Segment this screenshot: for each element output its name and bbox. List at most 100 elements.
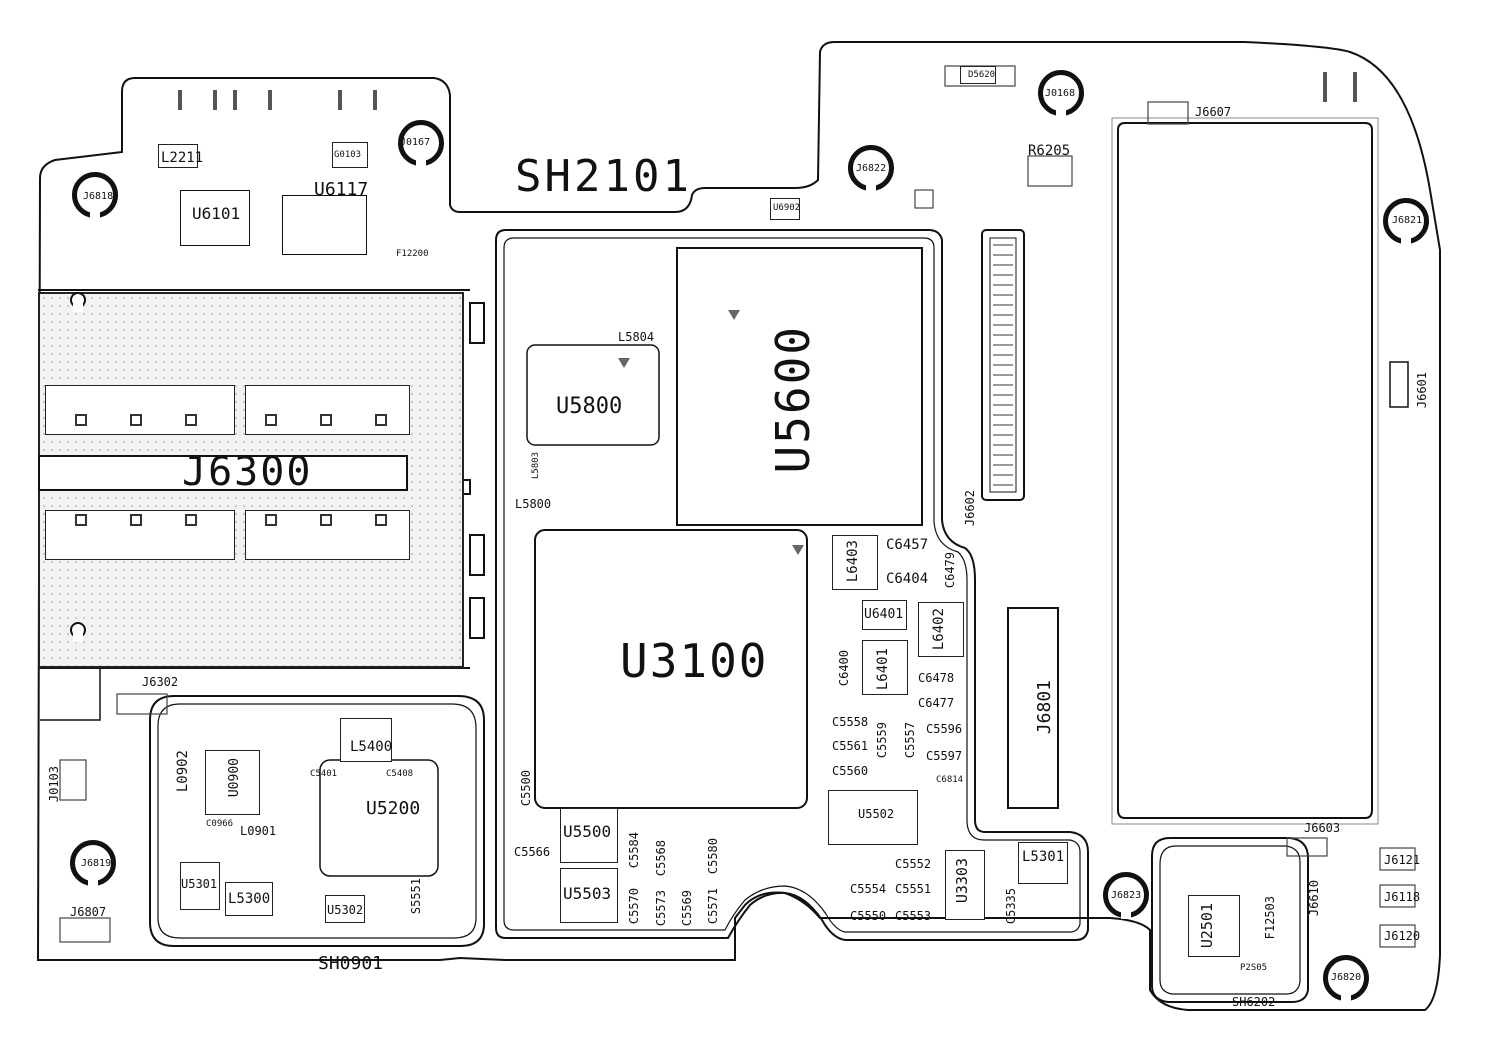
chip-label-u3100: U3100 bbox=[620, 634, 769, 688]
pad bbox=[320, 514, 332, 526]
test-ring-icon bbox=[72, 172, 118, 219]
ring-label-j0168: J0168 bbox=[1045, 88, 1076, 99]
part-label-c5550: C5550 bbox=[850, 909, 887, 923]
part-label-f12200: F12200 bbox=[396, 249, 429, 259]
connector-label-j6300: J6300 bbox=[182, 449, 313, 495]
part-label-c6478: C6478 bbox=[918, 671, 955, 685]
part-label-c5558: C5558 bbox=[832, 715, 869, 729]
connector-label-j6607: J6607 bbox=[1195, 105, 1232, 119]
mounting-hole-icon bbox=[70, 292, 86, 312]
chip-label-u6101: U6101 bbox=[192, 204, 241, 223]
connector-label-j6807: J6807 bbox=[70, 905, 107, 919]
inductor-l5301 bbox=[1018, 842, 1068, 884]
pad bbox=[375, 414, 387, 426]
connector-label-j6120: J6120 bbox=[1384, 929, 1421, 943]
pad bbox=[130, 414, 142, 426]
chip-u5302 bbox=[325, 895, 365, 923]
pad bbox=[265, 414, 277, 426]
test-ring-icon bbox=[1103, 872, 1149, 919]
chip-label-u5200: U5200 bbox=[366, 798, 421, 819]
inductor-l2211 bbox=[158, 144, 198, 168]
part-label-c5408: C5408 bbox=[386, 769, 414, 779]
pin1-marker-icon bbox=[792, 545, 804, 555]
chip-u5200 bbox=[335, 775, 425, 865]
part-label-c5401: C5401 bbox=[310, 769, 338, 779]
pin1-marker-icon bbox=[618, 358, 630, 368]
inductor-l6402 bbox=[918, 602, 964, 657]
connector-label-j6601: J6601 bbox=[1415, 372, 1429, 409]
connector-label-j6602: J6602 bbox=[963, 490, 977, 527]
inductor-label-l5804: L5804 bbox=[618, 330, 655, 344]
part-label-c5571: C5571 bbox=[706, 888, 720, 925]
part-label-c5566: C5566 bbox=[514, 845, 551, 859]
part-label-c6400: C6400 bbox=[837, 650, 851, 687]
part-label-c5561: C5561 bbox=[832, 739, 869, 753]
chip-label-u5302: U5302 bbox=[327, 903, 364, 917]
chip-label-u5800: U5800 bbox=[556, 394, 623, 419]
inductor-label-l5300: L5300 bbox=[228, 891, 271, 907]
inductor-label-l6403: L6403 bbox=[845, 540, 861, 583]
pad bbox=[375, 514, 387, 526]
pad bbox=[265, 514, 277, 526]
test-ring-icon bbox=[848, 145, 894, 192]
chip-label-u5500: U5500 bbox=[563, 822, 612, 841]
inductor-l6403 bbox=[832, 535, 878, 590]
test-ring-icon bbox=[1323, 955, 1369, 1002]
pad bbox=[185, 414, 197, 426]
pad bbox=[75, 414, 87, 426]
chip-label-u3303: U3303 bbox=[953, 858, 971, 904]
ring-label-j0167: J0167 bbox=[400, 137, 431, 148]
inductor-l6401 bbox=[862, 640, 908, 695]
shield-label-sh2101: SH2101 bbox=[515, 151, 692, 202]
test-ring-icon bbox=[398, 120, 444, 167]
part-label-c5597: C5597 bbox=[926, 749, 963, 763]
chip-u5503 bbox=[560, 868, 618, 923]
part-label-c5573: C5573 bbox=[654, 890, 668, 927]
part-label-c6814: C6814 bbox=[936, 775, 964, 785]
part-label-g0103: G0103 bbox=[334, 150, 362, 160]
pad bbox=[130, 514, 142, 526]
test-ring-icon bbox=[1038, 70, 1084, 117]
inductor-label-l0901: L0901 bbox=[240, 824, 277, 838]
connector-label-j6118: J6118 bbox=[1384, 890, 1421, 904]
shield-label-sh6202: SH6202 bbox=[1232, 995, 1276, 1009]
inductor-label-l5803: L5803 bbox=[531, 452, 541, 480]
part-label-c5569: C5569 bbox=[680, 890, 694, 927]
connector-label-j6603: J6603 bbox=[1304, 821, 1341, 835]
part-label-r6205: R6205 bbox=[1028, 143, 1071, 159]
part-label-c5580: C5580 bbox=[706, 838, 720, 875]
chip-u6902 bbox=[770, 198, 800, 220]
connector-label-j6801: J6801 bbox=[1034, 680, 1055, 735]
chip-u6117 bbox=[282, 195, 367, 255]
part-label-c5568: C5568 bbox=[654, 840, 668, 877]
part-label-s5551: S5551 bbox=[409, 878, 423, 915]
diode-d5620 bbox=[960, 66, 996, 84]
chip-label-u5502: U5502 bbox=[858, 807, 895, 821]
ring-label-j6820: J6820 bbox=[1331, 972, 1362, 983]
chip-u6101 bbox=[180, 190, 250, 246]
part-label-c6457: C6457 bbox=[886, 537, 929, 553]
chip-label-u6401: U6401 bbox=[864, 607, 904, 622]
pad bbox=[75, 514, 87, 526]
part-label-c0966: C0966 bbox=[206, 819, 234, 829]
ring-label-j6823: J6823 bbox=[1111, 890, 1142, 901]
shield-label-sh0901: SH0901 bbox=[318, 953, 384, 974]
connector-block bbox=[45, 385, 235, 435]
test-ring-icon bbox=[1383, 198, 1429, 245]
connector-j6300-band bbox=[38, 455, 408, 491]
chip-u5502 bbox=[828, 790, 918, 845]
inductor-label-l5800: L5800 bbox=[515, 497, 552, 511]
part-label-c5560: C5560 bbox=[832, 764, 869, 778]
chip-label-u6117: U6117 bbox=[314, 179, 369, 200]
test-ring-icon bbox=[70, 840, 116, 887]
chip-u5500 bbox=[560, 808, 618, 863]
part-label-c6477: C6477 bbox=[918, 696, 955, 710]
inductor-l5300 bbox=[225, 882, 273, 916]
connector-label-j6121: J6121 bbox=[1384, 853, 1421, 867]
chip-u5301 bbox=[180, 862, 220, 910]
part-label-c6479: C6479 bbox=[943, 552, 957, 589]
part-label-c5551: C5551 bbox=[895, 882, 932, 896]
part-label-c5559: C5559 bbox=[875, 722, 889, 759]
inductor-label-l5400: L5400 bbox=[350, 739, 393, 755]
